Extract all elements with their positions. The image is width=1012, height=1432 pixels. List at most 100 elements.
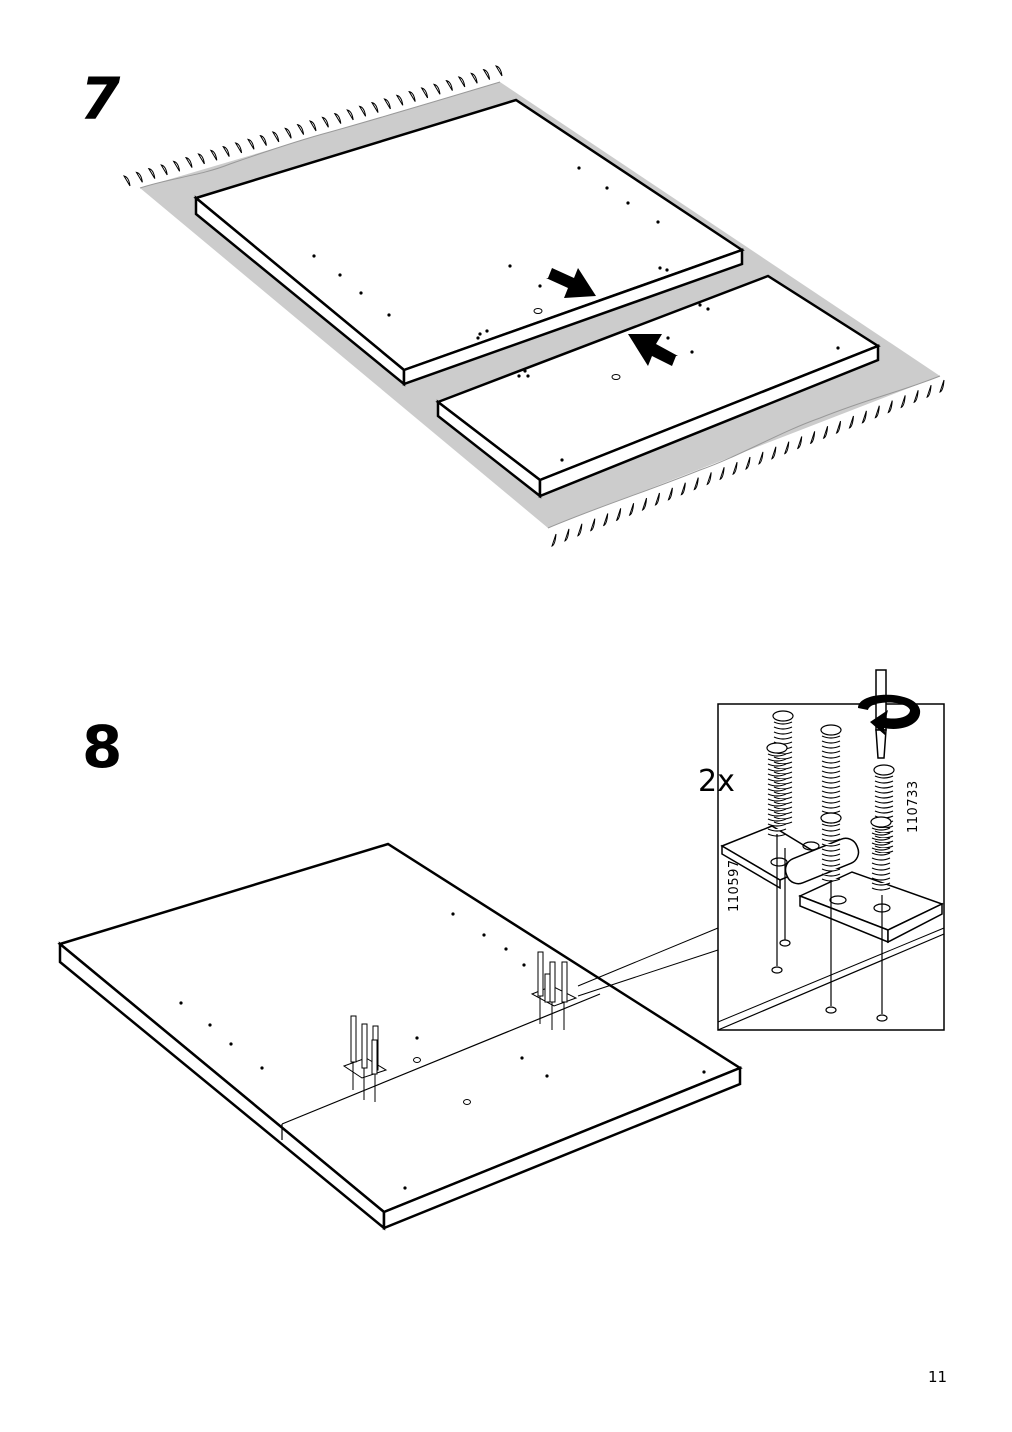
screw-thread xyxy=(821,838,841,842)
fringe-loop xyxy=(887,400,893,414)
screw-thread xyxy=(821,750,841,754)
fringe-loop xyxy=(209,149,218,161)
screw-thread xyxy=(767,818,787,822)
fringe-loop xyxy=(680,482,686,496)
fringe-loop xyxy=(577,523,583,537)
step-7-illustration xyxy=(122,65,945,547)
detail-box xyxy=(717,669,945,1031)
screw-head xyxy=(870,816,892,828)
quantity-label: 2x xyxy=(698,764,735,799)
rotate-arrow-icon xyxy=(858,694,921,736)
fringe-loop xyxy=(408,90,416,102)
screw-thread xyxy=(821,770,841,774)
hinge-plate xyxy=(342,1015,388,1102)
fringe-loop xyxy=(395,94,404,106)
screw-thread xyxy=(821,868,841,872)
fringe-loop xyxy=(259,134,267,146)
screw-thread xyxy=(821,795,841,799)
screw xyxy=(537,951,568,1030)
fringe-loop xyxy=(874,405,880,419)
small-panel xyxy=(435,274,881,499)
screw-thread xyxy=(773,726,793,730)
rug-fringe-bottom xyxy=(551,379,945,547)
screw-thread xyxy=(821,780,841,784)
fringe-loop xyxy=(796,436,803,450)
fringe-loop xyxy=(172,160,181,172)
fringe-loop xyxy=(615,508,622,522)
fringe-loop xyxy=(628,503,635,517)
screw-thread xyxy=(821,745,841,749)
fringe-loop xyxy=(470,72,478,84)
screw-thread xyxy=(821,858,841,862)
screw xyxy=(766,710,895,1014)
fringe-loop xyxy=(482,68,491,80)
fringe-loop xyxy=(432,83,441,95)
fringe-loop xyxy=(641,497,648,511)
fringe-loop xyxy=(184,156,193,168)
fringe-loop xyxy=(822,426,829,440)
fringe-loop xyxy=(848,415,854,429)
fringe-loop xyxy=(333,112,342,124)
fringe-loop xyxy=(346,109,354,121)
screw-thread xyxy=(821,848,841,852)
screw-thread xyxy=(871,887,891,891)
screw-thread xyxy=(871,857,891,861)
screw-thread xyxy=(821,775,841,779)
fringe-loop xyxy=(160,164,168,176)
screw-thread xyxy=(874,785,894,789)
fringe-loop xyxy=(457,76,466,88)
screw-thread xyxy=(821,765,841,769)
screw-thread xyxy=(874,800,894,804)
fringe-loop xyxy=(783,441,790,455)
screw-thread xyxy=(874,780,894,784)
screw-thread xyxy=(874,790,894,794)
fringe-loop xyxy=(246,138,255,150)
screw xyxy=(350,1015,379,1102)
fringe-loop xyxy=(564,528,570,542)
screw-thread xyxy=(821,843,841,847)
screw-thread xyxy=(767,773,787,777)
screw-head xyxy=(766,742,788,754)
step-7-number: 7 xyxy=(80,65,120,133)
screw-thread xyxy=(767,823,787,827)
screw-thread xyxy=(871,852,891,856)
screw-thread xyxy=(871,872,891,876)
hinge-plate xyxy=(530,951,578,1030)
fringe-loop xyxy=(122,175,131,187)
screw-thread xyxy=(767,788,787,792)
screw-thread xyxy=(871,862,891,866)
screw-thread xyxy=(773,736,793,740)
screw-thread xyxy=(767,813,787,817)
fringe-loop xyxy=(420,87,429,99)
screw-thread xyxy=(767,768,787,772)
part-code-screw: 110733 xyxy=(906,780,921,833)
push-arrow-icon xyxy=(628,334,678,366)
fringe-loop xyxy=(654,492,660,506)
fringe-loop xyxy=(383,98,391,110)
screw-thread xyxy=(767,783,787,787)
fringe-loop xyxy=(835,420,842,434)
screw-thread xyxy=(821,755,841,759)
screw-thread xyxy=(767,803,787,807)
fringe-loop xyxy=(551,533,557,547)
screw-thread xyxy=(821,853,841,857)
screw-thread xyxy=(821,760,841,764)
screw-thread xyxy=(874,795,894,799)
fringe-loop xyxy=(135,171,143,183)
screw-thread xyxy=(821,863,841,867)
screw-thread xyxy=(773,731,793,735)
screw-thread xyxy=(871,837,891,841)
screw-thread xyxy=(871,832,891,836)
screw-thread xyxy=(821,735,841,739)
fringe-loop xyxy=(809,431,816,445)
fringe-loop xyxy=(147,167,156,179)
screw-thread xyxy=(871,867,891,871)
screw-thread xyxy=(821,790,841,794)
part-code-hinge: 110597 xyxy=(727,859,742,912)
screw-thread xyxy=(767,778,787,782)
screw-head xyxy=(772,710,794,722)
screw-thread xyxy=(773,721,793,725)
fringe-loop xyxy=(445,79,453,91)
fringe-loop xyxy=(284,127,292,139)
fringe-loop xyxy=(222,145,230,157)
